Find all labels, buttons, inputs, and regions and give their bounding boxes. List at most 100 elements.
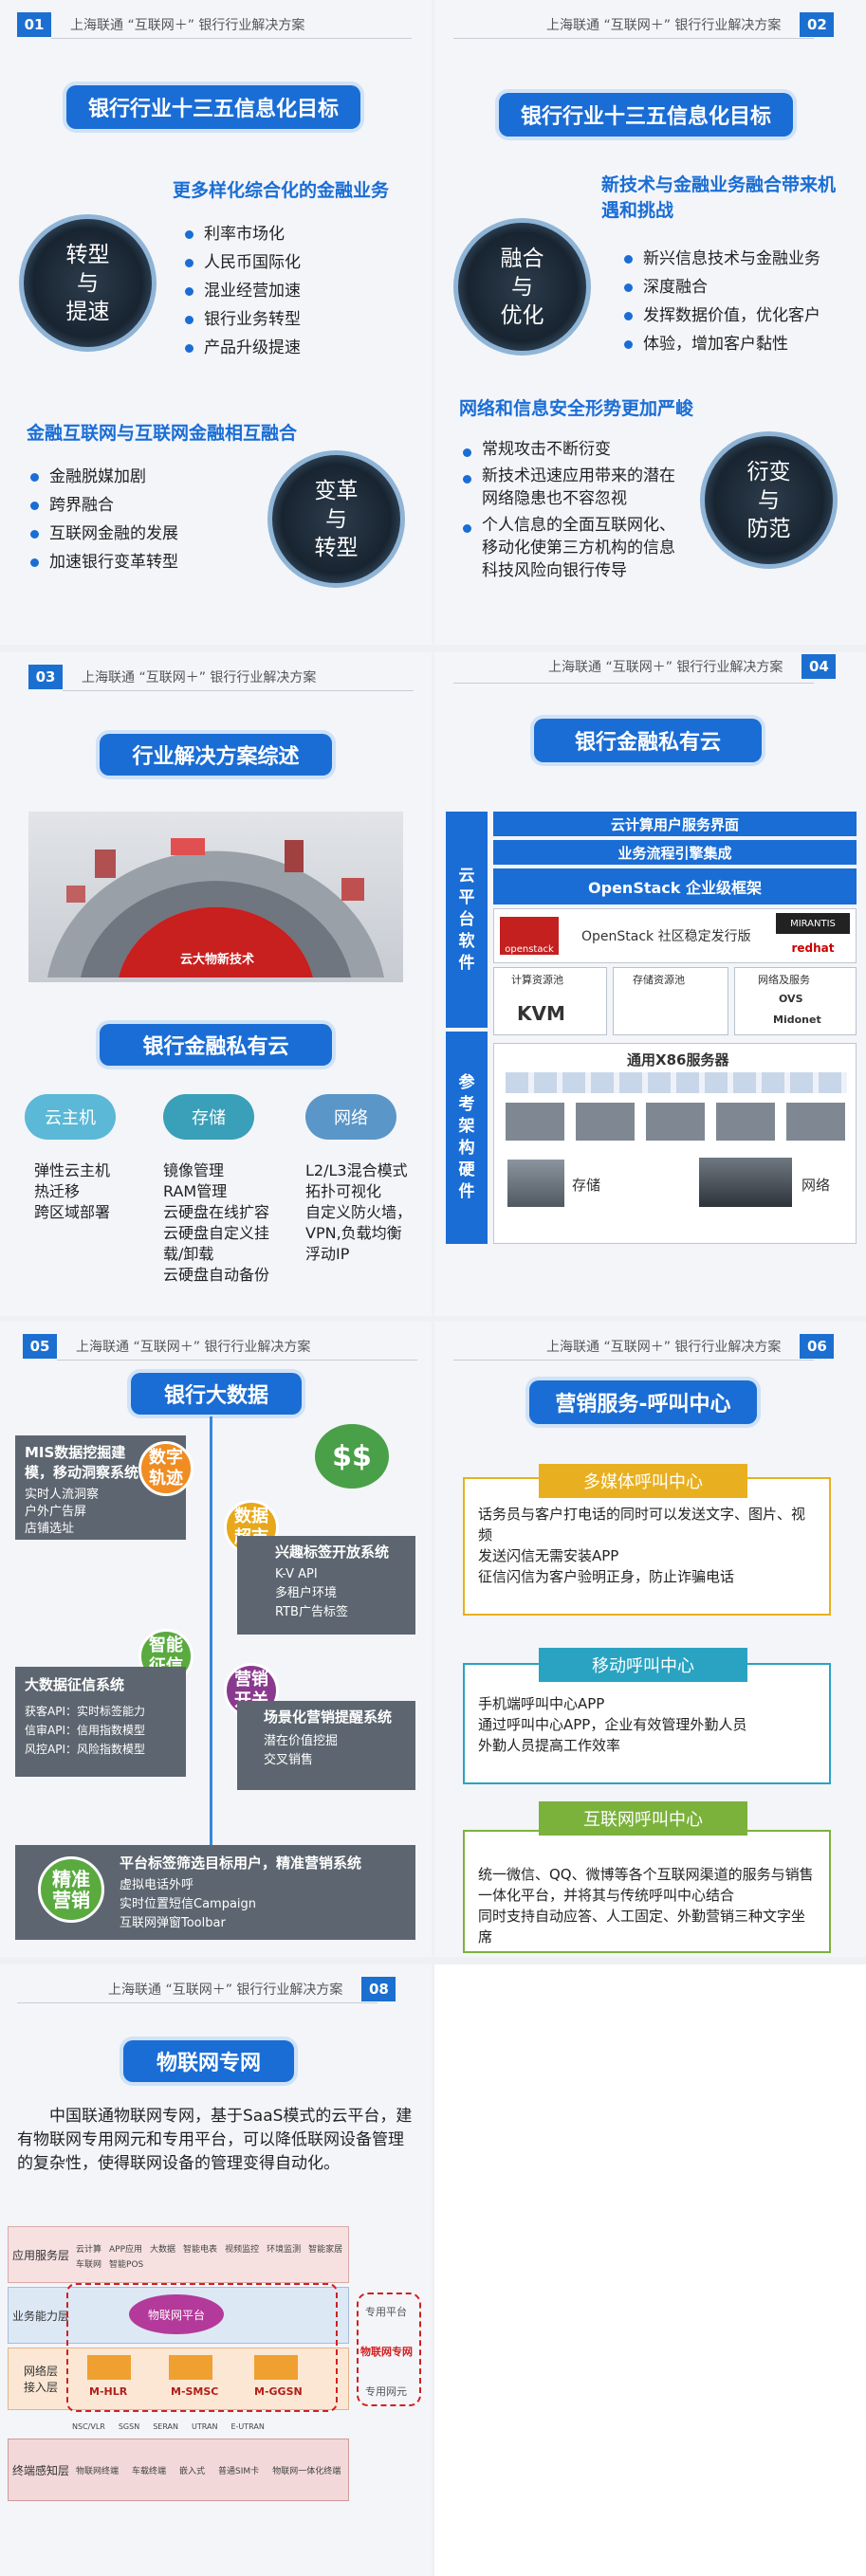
iot-platform: 物联网平台 [129, 2294, 224, 2334]
terminal-item: 嵌入式 [179, 2466, 206, 2476]
panel-number: 03 [28, 665, 63, 689]
panel-number: 01 [17, 12, 51, 37]
layer-label: 业务能力层 [11, 2309, 69, 2323]
panel-title: 物联网专网 [123, 2040, 294, 2082]
header-text: 上海联通 “互联网＋” 银行行业解决方案 [548, 660, 783, 675]
scenario-marketing-box: 场景化营销提醒系统 潜在价值挖掘 交叉销售 [237, 1701, 415, 1790]
list-item: 体验，增加客户黏性 [624, 330, 820, 358]
center-label: 云大物新技术 [180, 953, 255, 967]
list-item: 常规攻击不断衍变 [463, 438, 691, 461]
list-item: 跨区域部署 [34, 1203, 111, 1221]
midonet-logo: Midonet [773, 1014, 821, 1026]
list-item: 个人信息的全面互联网化、移动化使第三方机构的信息科技风险向银行传导 [463, 514, 691, 582]
digital-trace-badge: 数字 轨迹 [138, 1441, 193, 1496]
platform-software-label: 云 平 台 软 件 [446, 812, 488, 1028]
multimedia-cc-bar: 多媒体呼叫中心 [539, 1464, 747, 1498]
timeline-line [210, 1416, 212, 1872]
network-list: L2/L3混合模式 拓扑可视化 自定义防火墙， VPN,负载均衡 浮动IP [305, 1160, 429, 1265]
list-item: RAM管理 [163, 1182, 228, 1200]
panel-04: 上海联通 “互联网＋” 银行行业解决方案 04 银行金融私有云 云 平 台 软 … [434, 652, 866, 1316]
list-item: 热迁移 [34, 1182, 81, 1200]
layer-label: 终端感知层 [11, 2463, 69, 2477]
server-rack-row [506, 1072, 847, 1093]
iot-network-boundary [66, 2283, 338, 2412]
panel-title: 营销服务-呼叫中心 [529, 1380, 757, 1424]
x86-label: 通用X86服务器 [627, 1051, 729, 1069]
smsc-node-icon [169, 2355, 212, 2380]
box-title: 大数据征信系统 [25, 1676, 125, 1693]
openstack-distro-row: openstack OpenStack 社区稳定发行版 MIRANTIS red… [493, 908, 857, 963]
list-item: 通过呼叫中心APP，企业有效管理外勤人员 [478, 1716, 747, 1733]
terminal-item: 物联网一体化终端 [272, 2466, 341, 2476]
list-item: 征信闪信为客户验明正身，防止诈骗电话 [478, 1568, 735, 1585]
money-bag-icon: $$ [315, 1424, 389, 1489]
list-item: 新技术迅速应用带来的潜在网络隐患也不容忽视 [463, 465, 691, 510]
list-item: 实时人流洞察 [25, 1488, 100, 1502]
list-item: 发挥数据价值，优化客户 [624, 301, 820, 330]
ui-layer: 云计算用户服务界面 [493, 812, 857, 836]
panel-header: 上海联通 “互联网＋” 银行行业解决方案 02 [546, 12, 835, 37]
interest-tag-box: 兴趣标签开放系统 K-V API 多租户环境 RTB广告标签 [237, 1536, 415, 1635]
list-item: 实时位置短信Campaign [120, 1897, 257, 1911]
list-item: 多租户环境 [275, 1586, 338, 1600]
bullet-list: 金融脱媒加剧 跨界融合 互联网金融的发展 加速银行变革转型 [30, 463, 178, 576]
app-item: 云计算 [76, 2244, 102, 2255]
app-layer-row [8, 2226, 349, 2283]
divider [453, 683, 814, 684]
header-text: 上海联通 “互联网＋” 银行行业解决方案 [76, 1340, 311, 1355]
storage-label: 存储 [572, 1177, 601, 1194]
list-item: 互联网弹窗Toolbar [120, 1916, 226, 1930]
panel-header: 03 上海联通 “互联网＋” 银行行业解决方案 [28, 665, 316, 689]
divider [51, 38, 412, 39]
storage-pool: 存储资源池 [613, 967, 728, 1035]
cloud-host-badge: 云主机 [25, 1094, 116, 1140]
list-item: 获客API：实时标签能力 [25, 1705, 145, 1718]
terminal-item: 物联网终端 [76, 2466, 120, 2476]
header-text: 上海联通 “互联网＋” 银行行业解决方案 [546, 1340, 782, 1355]
panel-08: 上海联通 “互联网＋” 银行行业解决方案 08 物联网专网 中国联通物联网专网，… [0, 1964, 432, 2576]
list-item: 风控API：风险指数模型 [25, 1743, 145, 1756]
box-title: MIS数据挖掘建模，移动洞察系统 [25, 1444, 139, 1481]
app-item: 大数据 [150, 2244, 176, 2255]
node-label: M-SMSC [171, 2385, 219, 2398]
header-text: 上海联通 “互联网＋” 银行行业解决方案 [70, 18, 305, 33]
list-item: 户外广告屏 [25, 1505, 87, 1519]
access-item: E-UTRAN [230, 2421, 265, 2431]
network-pool: 网络及服务 OVS Midonet [734, 967, 857, 1035]
access-item: NSC/VLR [72, 2421, 105, 2431]
list-item: RTB广告标签 [275, 1605, 348, 1619]
access-items: NSC/VLR SGSN SERAN UTRAN E-UTRAN [72, 2416, 347, 2437]
panel-03: 03 上海联通 “互联网＋” 银行行业解决方案 行业解决方案综述 云大物新技术 … [0, 652, 432, 1316]
cloud-host-list: 弹性云主机 热迁移 跨区域部署 [34, 1160, 148, 1223]
divider [57, 1360, 417, 1361]
list-item: L2/L3混合模式 [305, 1161, 408, 1179]
topic-circle: 融合 与 优化 [453, 218, 591, 356]
list-item: 潜在价值挖掘 [264, 1734, 339, 1748]
list-item: 云硬盘自动备份 [163, 1266, 270, 1284]
panel-05: 05 上海联通 “互联网＋” 银行行业解决方案 银行大数据 $$ MIS数据挖掘… [0, 1322, 432, 1957]
panel-title: 银行金融私有云 [534, 719, 762, 762]
bullet-list: 常规攻击不断衍变 新技术迅速应用带来的潜在网络隐患也不容忽视 个人信息的全面互联… [463, 438, 691, 582]
list-item: 外勤人员提高工作效率 [478, 1737, 621, 1754]
layer-label: 应用服务层 [11, 2248, 69, 2262]
pool-label: 计算资源池 [511, 974, 563, 986]
list-item: VPN,负载均衡 [305, 1224, 402, 1242]
redhat-logo: redhat [791, 941, 835, 955]
box-items: K-V API 多租户环境 RTB广告标签 [275, 1565, 406, 1622]
panel-01: 01 上海联通 “互联网＋” 银行行业解决方案 银行行业十三五信息化目标 更多样… [0, 0, 432, 645]
side-label: 专用平台 [365, 2306, 407, 2318]
ggsn-node-icon [254, 2355, 298, 2380]
panel-06: 上海联通 “互联网＋” 银行行业解决方案 06 营销服务-呼叫中心 话务员与客户… [434, 1322, 866, 1957]
app-item: 智能家居 [308, 2244, 343, 2255]
bullet-list: 新兴信息技术与金融业务 深度融合 发挥数据价值，优化客户 体验，增加客户黏性 [624, 245, 820, 358]
hlr-node-icon [87, 2355, 131, 2380]
credit-system-box: 大数据征信系统 获客API：实时标签能力 信审API：信用指数模型 风控API：… [15, 1667, 186, 1777]
list-item: 统一微信、QQ、微博等各个互联网渠道的服务与销售一体化平台，并将其与传统呼叫中心… [478, 1866, 814, 1904]
section-heading: 更多样化综合化的金融业务 [173, 180, 390, 201]
pool-label: 网络及服务 [758, 974, 810, 986]
panel-number: 08 [361, 1977, 396, 2001]
access-item: SGSN [118, 2421, 140, 2431]
list-item: 银行业务转型 [185, 305, 301, 334]
app-item: APP应用 [109, 2244, 143, 2255]
divider [453, 38, 814, 39]
